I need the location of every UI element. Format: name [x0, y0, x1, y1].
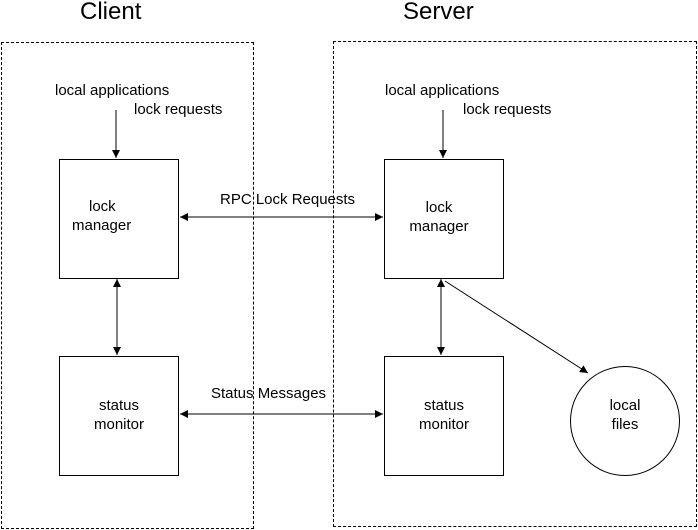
server-lock-requests-label: lock requests: [463, 101, 552, 118]
server-status-monitor-line1: status: [423, 397, 465, 414]
server-region: [333, 41, 697, 527]
server-lock-manager-line2: manager: [409, 218, 469, 235]
local-files-circle: [570, 366, 680, 476]
server-status-monitor-box: [384, 356, 504, 476]
server-status-monitor-line2: monitor: [418, 416, 470, 433]
client-status-monitor-line2: monitor: [93, 416, 145, 433]
client-lock-manager-box: [59, 159, 179, 279]
server-title: Server: [403, 0, 474, 25]
status-messages-label: Status Messages: [211, 385, 327, 402]
client-status-monitor-box: [59, 356, 179, 476]
local-files-line1: local: [609, 397, 641, 414]
rpc-lock-requests-label: RPC Lock Requests: [220, 191, 356, 208]
server-lock-manager-line1: lock: [425, 199, 453, 216]
server-local-applications-label: local applications: [385, 82, 500, 99]
local-files-line2: files: [611, 416, 639, 433]
server-lock-manager-box: [384, 159, 504, 279]
client-title: Client: [80, 0, 142, 25]
client-lock-manager-line2: manager: [72, 217, 132, 234]
client-region: [1, 42, 254, 529]
client-status-monitor-line1: status: [98, 397, 140, 414]
client-lock-manager-line1: lock: [89, 198, 116, 215]
client-local-applications-label: local applications: [55, 82, 170, 99]
client-lock-requests-label: lock requests: [134, 101, 223, 118]
files-arrow: [444, 280, 589, 374]
